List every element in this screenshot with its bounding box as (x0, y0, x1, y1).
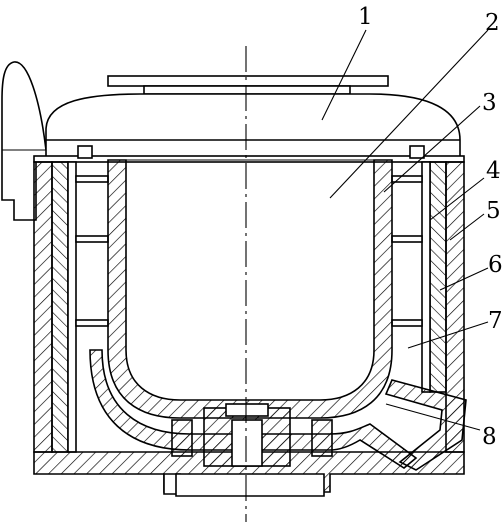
label-8: 8 (482, 424, 497, 450)
foot-center (175, 473, 325, 497)
inner-pot-wall (107, 159, 393, 419)
label-2: 2 (485, 10, 500, 36)
lid (45, 93, 461, 161)
leader-5 (449, 213, 485, 241)
label-1: 1 (358, 4, 373, 30)
base-plate (33, 451, 465, 493)
rib-left-3 (75, 319, 109, 327)
post-foot-left (171, 419, 193, 457)
insulation-right (429, 161, 447, 393)
heater-wall-right (421, 161, 431, 393)
outer-casing-left (33, 161, 53, 453)
leader-6 (439, 267, 489, 291)
center-boss-inner (231, 419, 263, 467)
insulation-left (51, 161, 69, 453)
leader-7 (407, 321, 489, 349)
label-5: 5 (486, 198, 501, 224)
post-left (77, 145, 93, 159)
leader-1 (321, 29, 367, 121)
heater-wall-left (67, 161, 77, 453)
leader-3 (383, 105, 481, 193)
casing-top-rim (33, 155, 465, 163)
label-4: 4 (486, 158, 501, 184)
rib-right-3 (391, 319, 423, 327)
post-foot-right (311, 419, 333, 457)
lid-knob-stem (143, 85, 351, 95)
rib-left-2 (75, 235, 109, 243)
leader-4 (429, 177, 485, 221)
label-3: 3 (482, 90, 497, 116)
leader-2 (329, 29, 489, 199)
post-right (409, 145, 425, 159)
rib-right-2 (391, 235, 423, 243)
lid-top-plate (107, 75, 389, 87)
center-boss-cap (225, 403, 269, 417)
label-6: 6 (488, 252, 503, 278)
label-7: 7 (488, 308, 503, 334)
handle (1, 61, 47, 221)
leader-8 (385, 403, 481, 431)
rib-left-1 (75, 175, 109, 183)
